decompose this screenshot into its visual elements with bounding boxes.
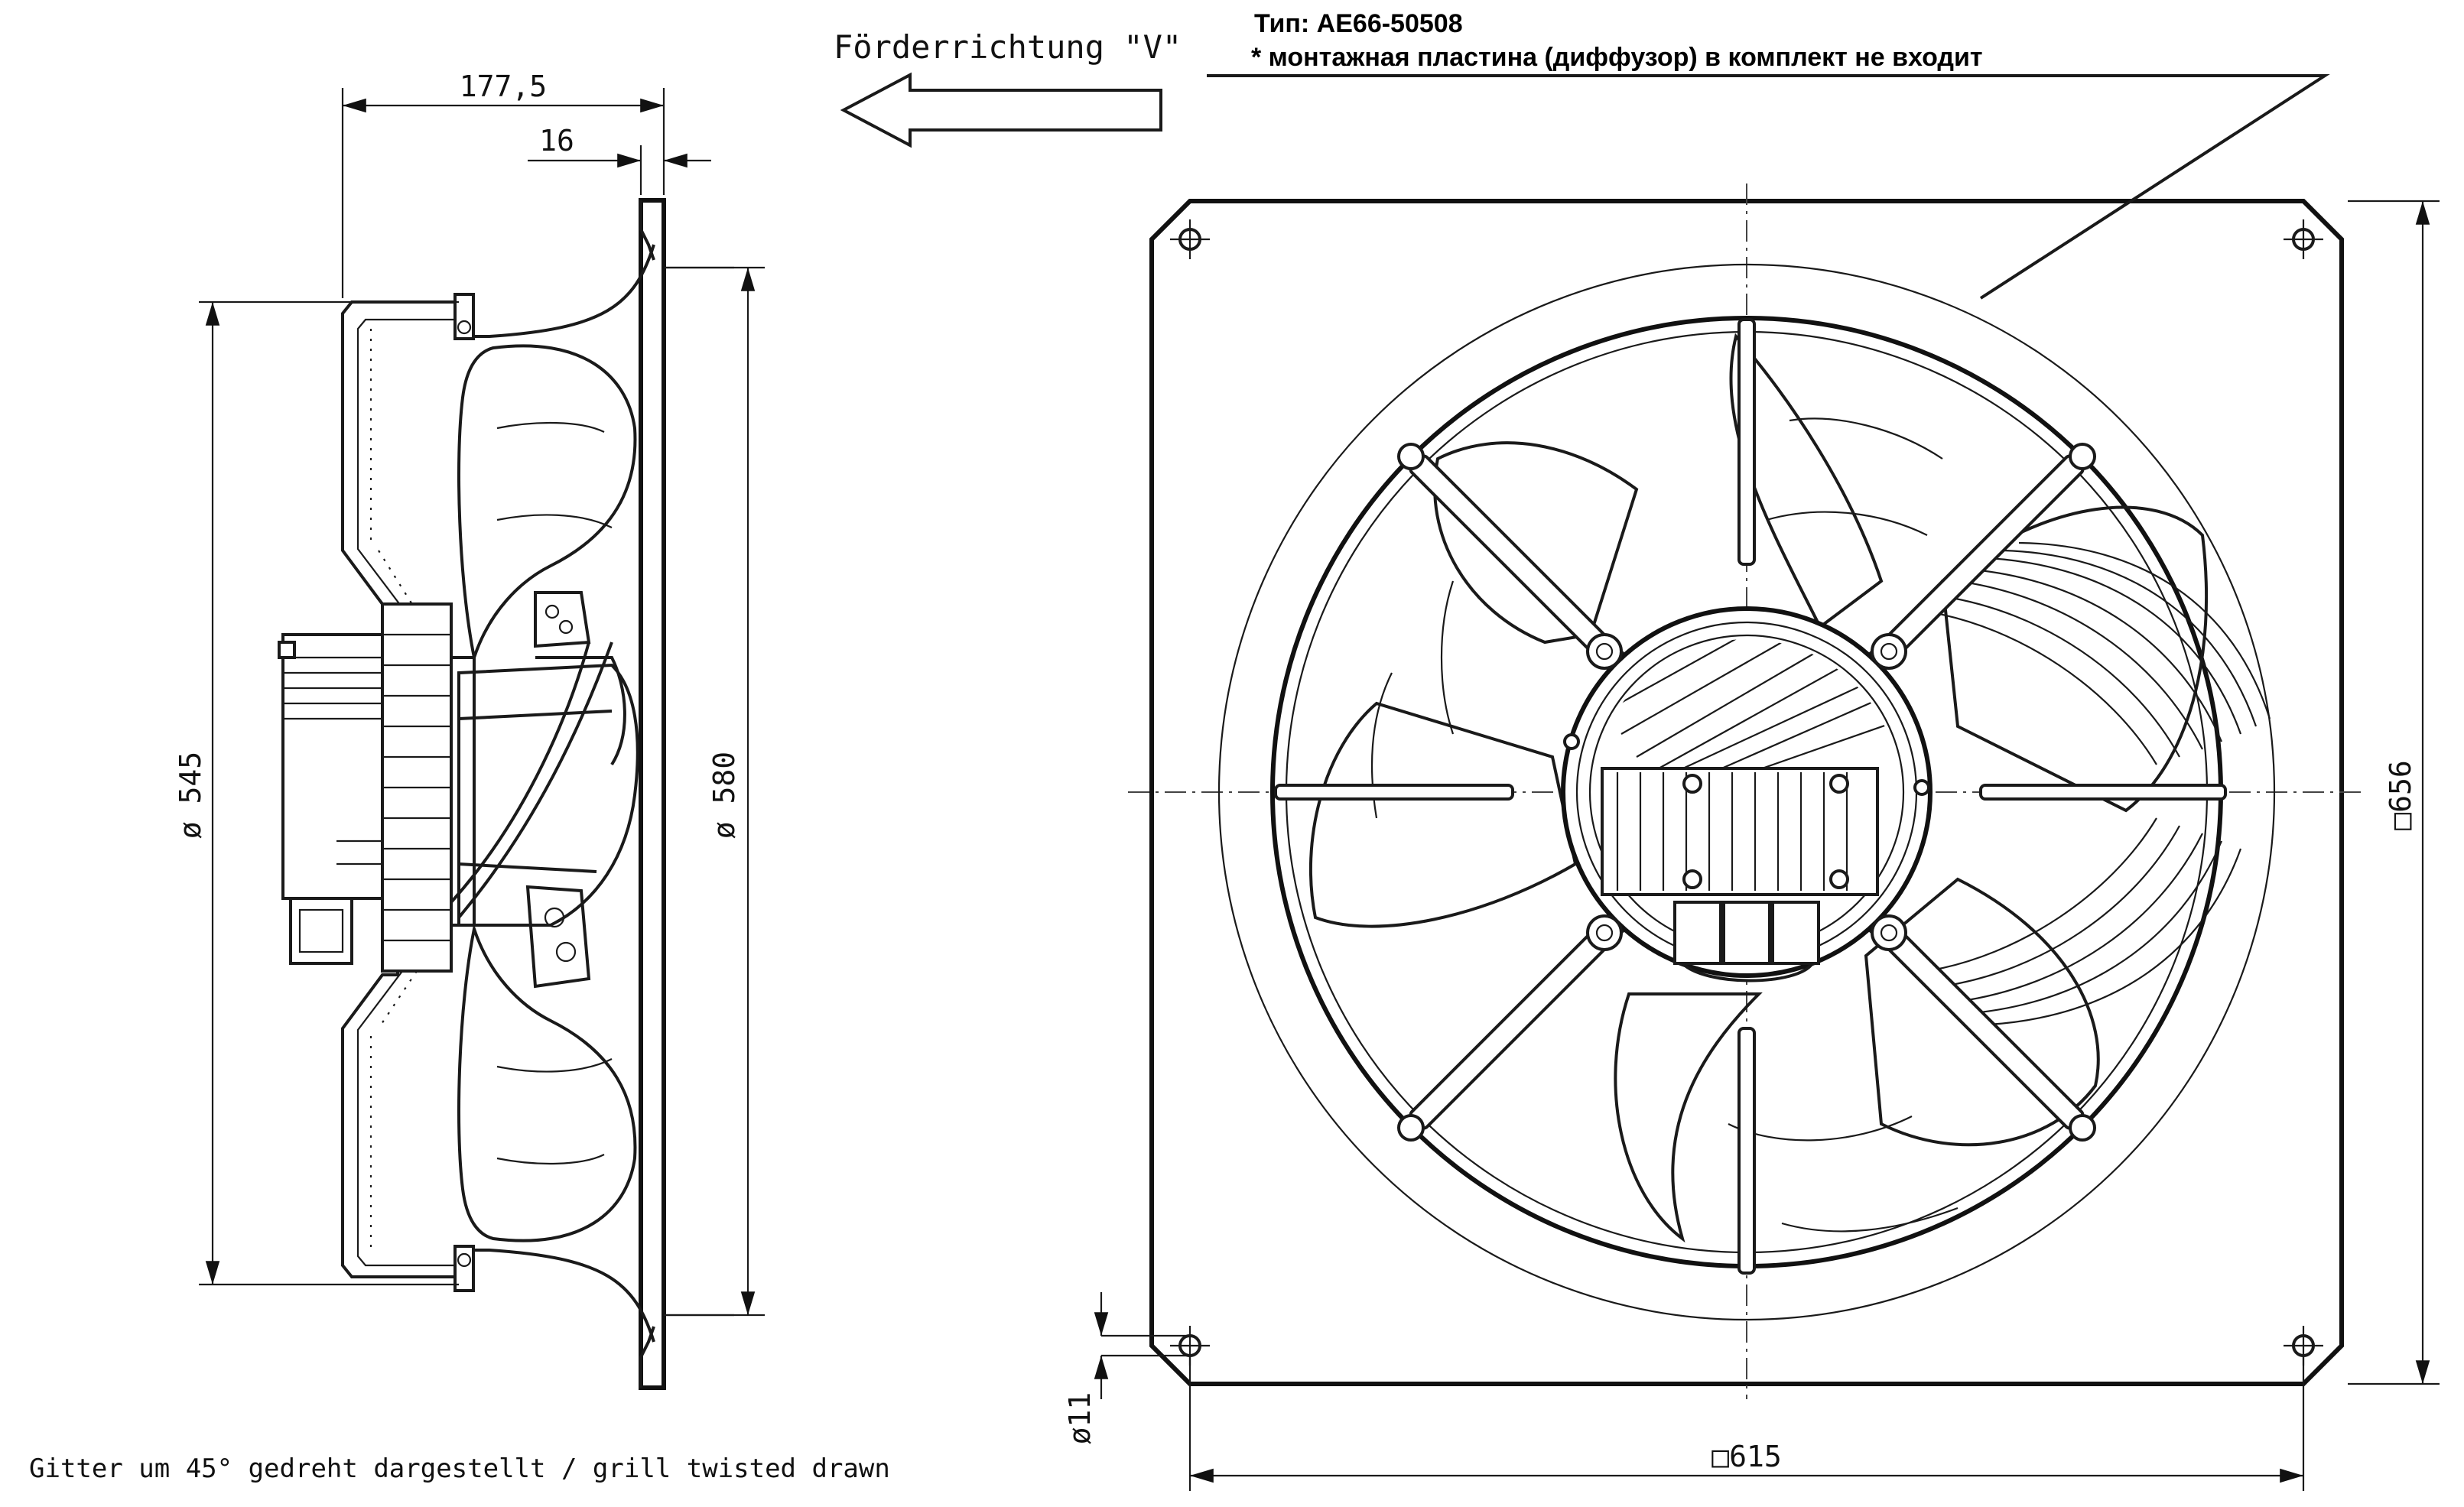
dimension-guard-diameter: ø 545 <box>174 300 459 1286</box>
note-label: * монтажная пластина (диффузор) в компле… <box>1251 43 1983 72</box>
footer-note: Gitter um 45° gedreht dargestellt / gril… <box>29 1453 890 1484</box>
hole-diameter-label: ø11 <box>1063 1392 1097 1445</box>
guard-spokes <box>1274 318 2227 1275</box>
dimension-depth: 177,5 <box>341 70 665 298</box>
flow-direction-label: Förderrichtung "V" <box>834 28 1182 66</box>
flow-direction-arrow <box>840 72 1162 148</box>
depth-dimension-label: 177,5 <box>460 70 547 103</box>
front-view: □656 □615 ø11 Тип: AE66-50508 * монтажна… <box>1063 9 2440 1491</box>
dimension-inlet-diameter: ø 580 <box>664 266 765 1317</box>
note-leader-line <box>1207 74 2330 300</box>
dimension-hole-diameter: ø11 <box>1063 1292 1190 1444</box>
motor-front <box>1561 606 1933 982</box>
plate-height-label: □656 <box>2384 760 2417 830</box>
grille-wires-front <box>1926 541 2271 1026</box>
impeller-blades-front <box>1308 333 2209 1243</box>
inlet-diameter-label: ø 580 <box>707 752 741 839</box>
plate-width-label: □615 <box>1711 1440 1782 1473</box>
dimension-plate-width: □615 <box>1188 1357 2305 1491</box>
side-view: 177,5 16 ø 545 ø 580 Förderrichtung "V" <box>29 28 1182 1484</box>
type-label: Тип: AE66-50508 <box>1254 9 1463 38</box>
mounting-holes <box>1170 219 2323 1366</box>
dimension-plate-height: □656 <box>2348 200 2440 1385</box>
motor-side <box>278 602 476 973</box>
impeller-blades-side <box>450 344 639 1242</box>
dimension-flange-offset: 16 <box>528 124 711 195</box>
flange-offset-dimension-label: 16 <box>539 124 574 158</box>
guard-bolt-top <box>453 293 475 340</box>
guard-bolt-bottom <box>453 1245 475 1292</box>
guard-diameter-label: ø 545 <box>174 752 207 839</box>
